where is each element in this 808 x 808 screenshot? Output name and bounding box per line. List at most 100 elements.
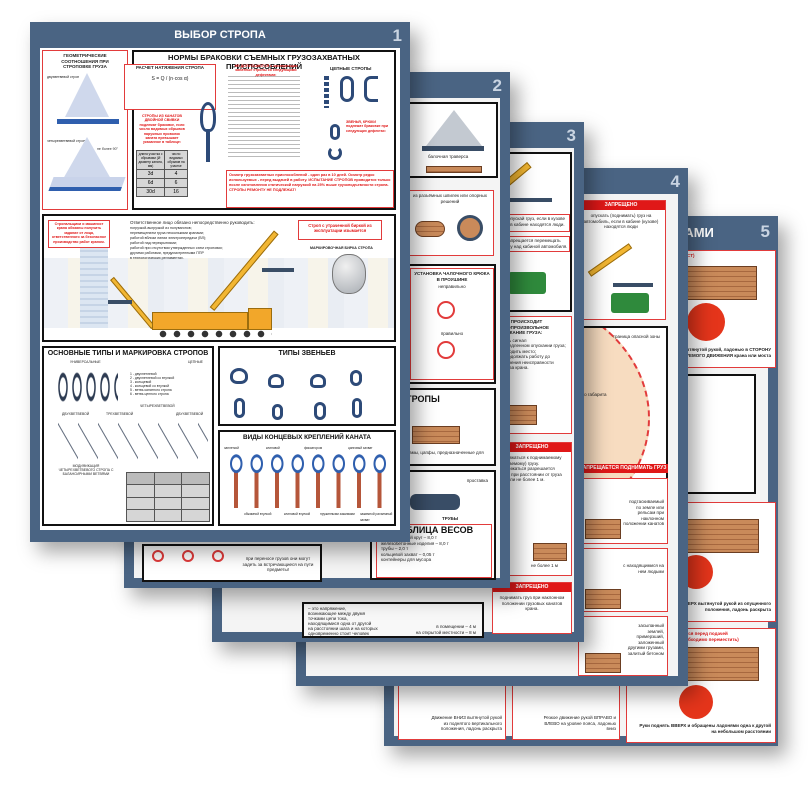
poster-1-paper: ГЕОМЕТРИЧЕСКИЕ СООТНОШЕНИЯ ПРИ СТРОПОВКЕ… — [40, 48, 400, 530]
forbidden-bar: ЗАПРЕЩЕНО — [493, 583, 571, 592]
defects-list — [228, 76, 300, 160]
truck-icon — [508, 272, 546, 294]
self-lowering-title: ЕСЛИ ПРОИСХОДИТ САМОПРОИЗВОЛЬНОЕ ОПУСКАН… — [497, 319, 550, 335]
types-legend: 4 - кольцевой со втулкой — [130, 384, 170, 388]
types-legend: 3 - кольцевой — [130, 380, 152, 384]
step-voltage-line: – это напряжение, — [308, 606, 347, 611]
building-tower — [80, 240, 108, 328]
weights-title: ТАБЛИЦА ВЕСОВ — [394, 525, 474, 535]
distance-indoor: в помещении – 4 м — [436, 624, 476, 629]
geometry-box: ГЕОМЕТРИЧЕСКИЕ СООТНОШЕНИЯ ПРИ СТРОПОВКЕ… — [42, 50, 128, 210]
weight-item: трубы – 2,0 т — [381, 546, 409, 551]
load-illustration — [585, 519, 621, 539]
weight-item: железобетонные изделия – 8,0 т — [381, 540, 449, 546]
type-label: ДВУХВЕТВЕВОЙ — [62, 412, 90, 416]
lift-item-text: подтаскиваемый по земле или рельсам при … — [623, 499, 664, 526]
load-illustration — [585, 589, 621, 609]
forbidden-lift-bar: ЗАПРЕЩАЕТСЯ ПОДНИМАТЬ ГРУЗ — [578, 464, 668, 473]
lost-tag-text: Строп с утраченной биркой из эксплуатаци… — [308, 223, 372, 233]
calc-box: РАСЧЕТ НАТЯЖЕНИЯ СТРОПА S = Q / (n·cos α… — [124, 64, 216, 110]
rope-end-icons — [226, 454, 392, 508]
table-header: длина участка с обрывами (Ø диаметр кана… — [135, 150, 166, 170]
calc-formula: S = Q / (n·cos α) — [151, 75, 189, 82]
rope-ends-title: ВИДЫ КОНЦЕВЫХ КРЕПЛЕНИЙ КАНАТА — [242, 434, 371, 441]
table-cell: 6d — [135, 178, 166, 188]
slanted-ropes-text: поднимать груз при наклонном положении г… — [499, 595, 565, 611]
rope-end-label: пружинными зажимами — [320, 512, 355, 516]
pipe-illustration — [415, 221, 445, 237]
self-lowering-step: подать сигнал — [497, 337, 527, 343]
responsible-title: Ответственное лицо обязано непосредствен… — [130, 220, 255, 225]
sling-tag-icon — [332, 254, 366, 294]
step-voltage-line: на расстоянии шага и на которых — [308, 626, 378, 631]
catch-warning: при переносе грузов они могут задеть за … — [242, 556, 314, 572]
traverse-label: балочная траверса — [428, 154, 469, 159]
hook-wrong-label: неправильно — [438, 284, 466, 289]
hook-icon — [152, 550, 164, 562]
load-beam — [613, 283, 653, 287]
signal-stop: Резкое движение рукой ВПРАВО и ВЛЕВО на … — [512, 680, 620, 740]
rope-ends-section: ВИДЫ КОНЦЕВЫХ КРЕПЛЕНИЙ КАНАТА заплеткой… — [218, 430, 396, 526]
danger-zone-label: граница опасной зоны — [613, 334, 660, 339]
signal-hand-icon — [687, 303, 725, 341]
hook-icon — [437, 301, 455, 319]
crane-boom — [587, 243, 633, 277]
people-in-cabin-note: Не опускай груз, если в кузове или в каб… — [496, 214, 570, 232]
poster-2-number: 2 — [492, 76, 502, 95]
boom-over-cabin-note: Запрещается перемещать стрелу над кабино… — [496, 236, 570, 252]
types-section: ОСНОВНЫЕ ТИПЫ И МАРКИРОВКА СТРОПОВ УНИВЕ… — [42, 346, 214, 526]
responsible-item: перемещением груза несколькими кранами; — [130, 231, 204, 235]
types-legend: 5 - ветвь канатного стропа — [130, 388, 172, 392]
types-legend: 2 - двухпетлевой со втулкой — [130, 376, 175, 380]
hook-install-title: УСТАНОВКА ЧАЛОЧНОГО КРЮКА В ПРОУШИНЕ — [414, 271, 490, 282]
lift-item-text: засыпанный землей, примерзший, заложенны… — [627, 623, 664, 656]
type-label: ДВУХВЕТВЕВОЙ — [176, 412, 204, 416]
hooks-catch-box: при переносе грузов они могут задеть за … — [142, 544, 322, 582]
self-lowering-step: освободить место; — [497, 348, 536, 354]
responsible-item: в технологических регламентах. — [130, 256, 184, 260]
poster-5-number: 5 — [760, 222, 770, 241]
rope-end-label: обжимной втулкой — [244, 512, 272, 516]
poster-1: ВЫБОР СТРОПА 1 ГЕОМЕТРИЧЕСКИЕ СООТНОШЕНИ… — [30, 22, 410, 542]
two-leg-diagram — [65, 73, 109, 117]
forbidden-bar: ЗАПРЕЩЕНО — [577, 201, 665, 210]
load-illustration — [585, 653, 621, 673]
hook-icon — [328, 146, 342, 160]
poster-4-number: 4 — [670, 172, 680, 191]
signal-text: Движение ВНИЗ вытянутой рукой из поднято… — [431, 715, 502, 731]
type-label: ЦЕПНЫЕ — [188, 360, 203, 364]
approach-text: приближаться к поднимаемому (опускаемому… — [496, 455, 562, 482]
table-cell: 30d — [135, 187, 166, 197]
load-beam — [510, 198, 552, 202]
rope-end-label: фиксатором — [304, 446, 323, 450]
load-illustration — [412, 426, 460, 444]
self-lowering-step: не продолжать работу до устранения неисп… — [497, 354, 554, 370]
tag-title: МАРКИРОВОЧНАЯ БИРКА СТРОПА — [310, 246, 373, 250]
crane-section: Стропальщики и машинист крана обязаны по… — [42, 214, 396, 342]
signal-text: Движение вытянутой рукой, ладонью в СТОР… — [659, 347, 771, 358]
geometry-label: двухветвевой строп — [47, 75, 80, 79]
rope-loop-icon — [200, 102, 216, 132]
responsible-item: работой над перекрытиями; — [130, 241, 177, 245]
hanging-load — [262, 268, 294, 272]
pipes-label: ТРУБЫ — [442, 516, 459, 521]
rope-end-label: клиновой — [266, 446, 280, 450]
crane-cabin-icon — [248, 308, 272, 330]
multi-leg-sling-icons — [58, 422, 208, 460]
types-legend: 6 - ветвь цепного стропа — [130, 392, 169, 396]
load-slab — [48, 177, 126, 191]
table-cell: 16 — [164, 187, 188, 197]
shackle-label: из разъёмных шпилек или опорных решений — [412, 193, 488, 204]
height-note: не более 1 м — [531, 563, 558, 568]
signal-text: Резкое движение рукой ВПРАВО и ВЛЕВО на … — [543, 715, 616, 731]
traverse-beam — [422, 146, 484, 151]
step-voltage-line: одновременно стоит человек — [308, 631, 370, 636]
chain-icon — [324, 76, 329, 108]
four-leg-diagram — [63, 137, 111, 179]
links-section: ТИПЫ ЗВЕНЬЕВ — [218, 346, 396, 426]
type-label: УНИВЕРСАЛЬНЫЕ — [70, 360, 101, 364]
responsible-item: другими работами, предусмотренными ППР — [130, 251, 204, 255]
step-voltage-box: – это напряжение, возникающее между двум… — [302, 602, 484, 638]
universal-sling-icons — [56, 366, 118, 408]
rope-slings-rule: СТРОПЫ ИЗ КАНАТОВ ДВОЙНОЙ СВИВКИ подлежа… — [139, 114, 185, 145]
